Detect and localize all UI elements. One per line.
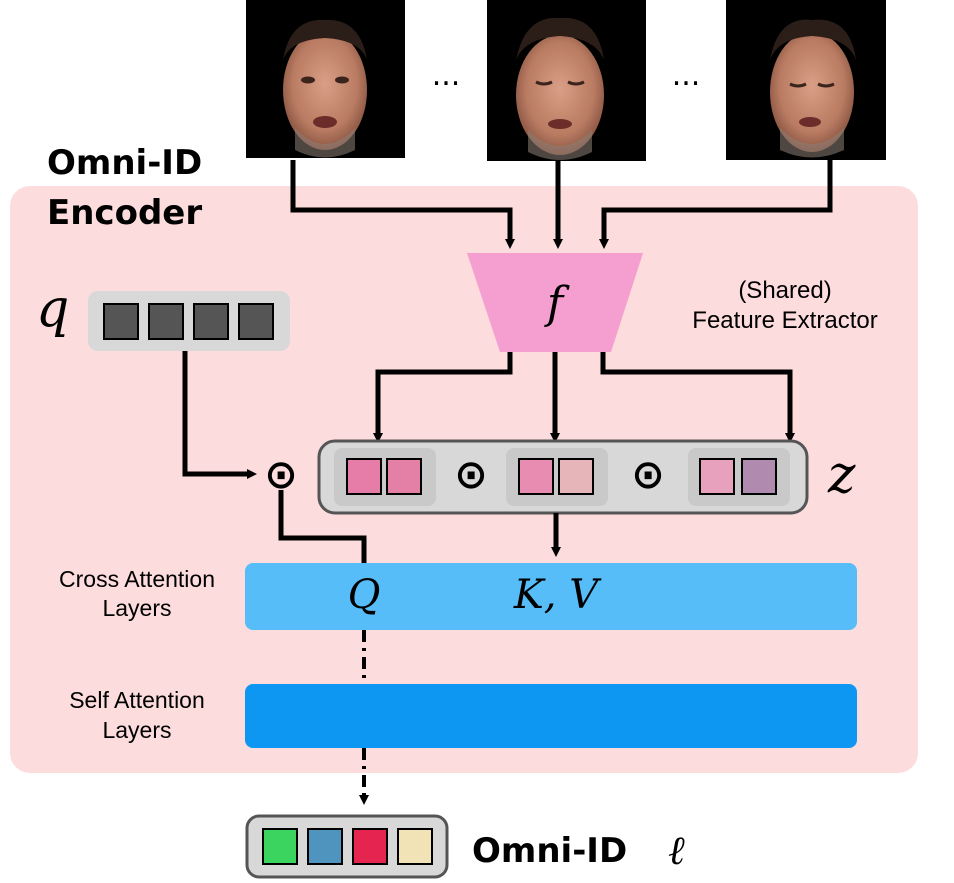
ellipsis-1: ... [432,58,461,93]
input-image-3 [726,0,886,160]
self-attention-label-line1: Self Attention [69,687,205,713]
extractor-label-line1: (Shared) [738,277,831,304]
cross-attention-block [245,563,857,630]
encoder-title-line1: Omni-ID [47,143,202,183]
feature-token [518,458,554,495]
line-operator-to-q [278,490,367,568]
feature-token [386,458,422,495]
arrow-image1-to-extractor [290,160,515,249]
feature-token [699,458,735,495]
query-token [193,303,229,340]
extractor-label-line2: Feature Extractor [692,307,877,334]
input-image-2 [487,0,646,161]
query-token [238,303,274,340]
output-token [262,828,298,865]
query-token [148,303,184,340]
encoder-title-line2: Encoder [47,193,202,233]
self-attention-block [245,684,857,748]
ellipsis-2: ... [672,58,701,93]
input-image-1 [246,0,405,158]
feature-operator-2: ⊙ [631,452,665,498]
arrow-image3-to-extractor [599,160,833,249]
cross-attention-kv-label: K, V [513,572,602,618]
feature-operator-1: ⊙ [454,452,488,498]
self-attention-label-line2: Layers [102,717,171,743]
output-token [307,828,343,865]
query-symbol: q [36,279,69,339]
output-title: Omni-ID [472,831,627,871]
feature-token [346,458,382,495]
cross-attention-label-line2: Layers [102,595,171,621]
output-symbol: ℓ [668,828,685,874]
features-symbol: z [827,445,856,505]
arrow-query-to-operator [182,351,257,479]
feature-token [741,458,777,495]
cross-attention-label-line1: Cross Attention [59,566,215,592]
feature-extractor-block [467,253,643,352]
cross-attention-q-label: Q [348,572,381,618]
output-token [397,828,433,865]
feature-token [558,458,594,495]
query-token [103,303,139,340]
arrow-extractor-to-feature3 [600,352,795,443]
output-token [352,828,388,865]
arrow-extractor-to-feature1 [373,352,513,443]
